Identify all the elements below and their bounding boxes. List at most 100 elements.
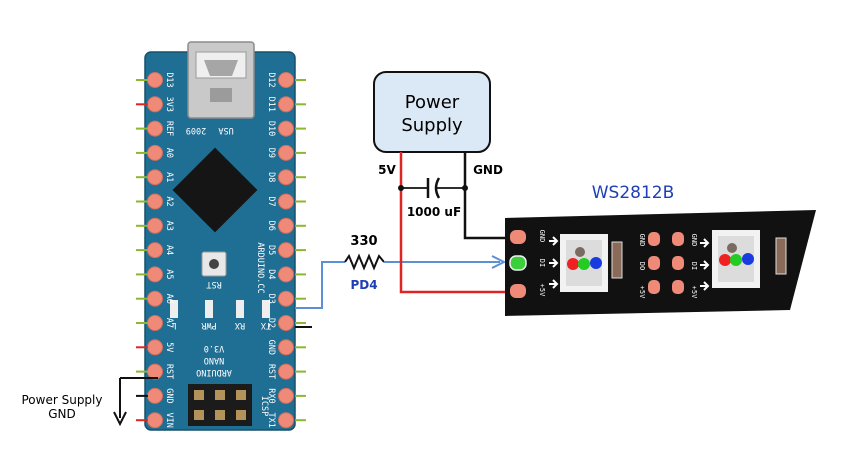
usb-connector bbox=[187, 41, 255, 119]
mid-pad-label-5v-2: +5V bbox=[690, 286, 698, 299]
capacitor-value: 1000 uF bbox=[407, 205, 461, 219]
pin-pad-d12 bbox=[278, 72, 294, 88]
data-arrow-icon bbox=[491, 255, 507, 269]
pin-pad-ref bbox=[147, 120, 163, 137]
led-tx bbox=[262, 300, 270, 318]
power-supply-box: Power Supply bbox=[373, 71, 491, 153]
pin-pad-a1 bbox=[147, 169, 163, 186]
pin-label-d9: D9 bbox=[266, 148, 276, 158]
strip-title: WS2812B bbox=[592, 183, 675, 203]
pin-pad-d3 bbox=[278, 290, 294, 307]
mid-pad-label-5v: +5V bbox=[638, 286, 646, 299]
pin-pad-d11 bbox=[278, 96, 294, 113]
model-line-2: NANO bbox=[204, 355, 224, 365]
led-strip: GND DI +5V GND DO +5V GND DI +5V bbox=[505, 210, 816, 316]
pin-label-a3: A3 bbox=[164, 221, 174, 231]
resistor-smd bbox=[775, 237, 787, 275]
pin-label-d5: D5 bbox=[266, 245, 276, 255]
resistor-smd bbox=[611, 241, 623, 279]
pin-pad-tx1 bbox=[278, 412, 294, 429]
data-wire-board-to-resistor bbox=[295, 261, 345, 309]
pin-pad-gnd bbox=[147, 387, 163, 404]
icsp-label: ICSP bbox=[259, 396, 269, 416]
pin-pad-a0 bbox=[147, 144, 163, 161]
power-supply-label-1: Power bbox=[405, 92, 460, 113]
pin-pad-vin bbox=[147, 412, 163, 429]
arrow-right-icon bbox=[549, 236, 559, 246]
resistor-symbol bbox=[344, 253, 385, 271]
arduino-nano-board: USA 2009 RST ARDUINO.CC L PWR RX TX V3.0… bbox=[136, 41, 306, 431]
strip-pad-di bbox=[509, 255, 527, 271]
pin-label-d2: D2 bbox=[266, 318, 276, 328]
ground-note-line2: GND bbox=[48, 407, 76, 421]
strip-pad-5v bbox=[510, 284, 526, 298]
pin-pad-a2 bbox=[147, 193, 163, 210]
pin-pad-3v3 bbox=[147, 96, 163, 113]
pin-label-d8: D8 bbox=[266, 172, 276, 182]
pin-pad-gnd bbox=[278, 339, 294, 356]
pin-pad-d4 bbox=[278, 266, 294, 283]
pin-label-rst: RST bbox=[164, 364, 174, 379]
pin-label-a5: A5 bbox=[164, 269, 174, 279]
model-line-1: ARDUINO bbox=[196, 367, 232, 377]
pad-label-5v: +5V bbox=[538, 284, 546, 297]
pin-pad-d9 bbox=[278, 144, 294, 161]
mid-pad-label-gnd-2: GND bbox=[690, 234, 698, 247]
ws2812b-led-2 bbox=[712, 230, 787, 288]
resistor-value: 330 bbox=[350, 234, 377, 249]
pin-pad-d10 bbox=[278, 120, 294, 137]
icsp-header bbox=[188, 384, 252, 426]
strip-pad-gnd bbox=[510, 230, 526, 244]
ws2812b-led-1 bbox=[560, 234, 623, 292]
pin-pad-a5 bbox=[147, 266, 163, 283]
pin-label-a2: A2 bbox=[164, 196, 174, 206]
pin-label-gnd: GND bbox=[164, 388, 174, 403]
pin-label-5v: 5V bbox=[164, 342, 174, 352]
pin-label-d13: D13 bbox=[164, 72, 174, 87]
pin-pad-rst bbox=[147, 363, 163, 380]
pin-pad-d7 bbox=[278, 193, 294, 210]
pin-label-rx0: RX0 bbox=[266, 388, 276, 403]
pin-label-a0: A0 bbox=[164, 148, 174, 158]
vcc-wire bbox=[399, 152, 505, 294]
ground-note-line1: Power Supply bbox=[22, 393, 103, 407]
pin-label-rst: RST bbox=[266, 364, 276, 379]
pin-label-a7: A7 bbox=[164, 318, 174, 328]
arrow-right-icon bbox=[700, 260, 710, 270]
led-label-pwr: PWR bbox=[200, 320, 216, 330]
gnd-label: GND bbox=[473, 163, 503, 177]
board-site-label: ARDUINO.CC bbox=[255, 242, 265, 293]
led-label-tx: TX bbox=[260, 320, 271, 330]
pin-label-a6: A6 bbox=[164, 294, 174, 304]
pin-pad-d8 bbox=[278, 169, 294, 186]
pin-label-tx1: TX1 bbox=[266, 413, 276, 428]
pin-label-a4: A4 bbox=[164, 245, 174, 255]
pin-label-3v3: 3V3 bbox=[164, 97, 174, 112]
arrow-right-icon bbox=[549, 279, 559, 289]
arrow-right-icon bbox=[549, 258, 559, 268]
arrow-right-icon bbox=[700, 281, 710, 291]
pin-pad-a6 bbox=[147, 290, 163, 307]
pin-label-d11: D11 bbox=[266, 97, 276, 112]
capacitor bbox=[398, 177, 468, 199]
led-rx bbox=[236, 300, 244, 318]
pin-pad-a7 bbox=[147, 315, 163, 331]
year-label: 2009 bbox=[186, 125, 206, 135]
pin-label-d3: D3 bbox=[266, 294, 276, 304]
pin-label-gnd: GND bbox=[266, 340, 276, 355]
power-supply-label-2: Supply bbox=[401, 115, 463, 136]
pin-label-vin: VIN bbox=[164, 413, 174, 428]
pin-pad-rx0 bbox=[278, 387, 294, 404]
gnd-rail-wire bbox=[463, 152, 505, 240]
led-pwr bbox=[205, 300, 213, 318]
resistor-net-label: PD4 bbox=[350, 278, 377, 292]
usb-label: USA bbox=[218, 125, 233, 135]
ground-arrow-icon bbox=[113, 411, 127, 427]
vcc-label: 5V bbox=[378, 163, 396, 177]
rst-button-label: RST bbox=[206, 279, 221, 289]
mid-pad-label-di-2: DI bbox=[690, 262, 698, 270]
pin-pad-a4 bbox=[147, 242, 163, 259]
pin-pad-d2 bbox=[278, 315, 294, 331]
